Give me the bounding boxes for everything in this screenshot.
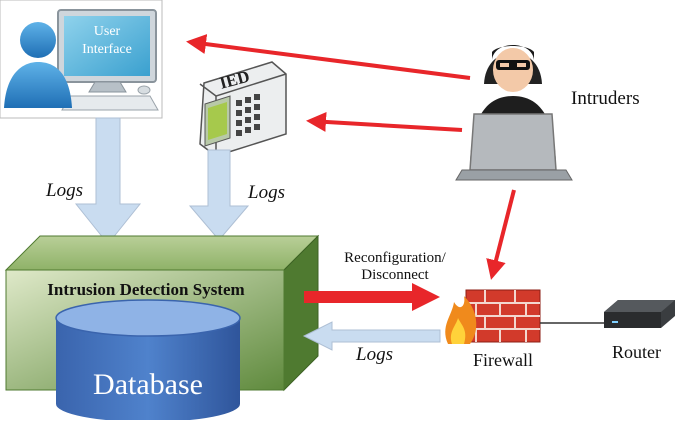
monitor-stand-icon — [88, 81, 127, 93]
database-icon: Database — [55, 299, 241, 422]
router-label: Router — [612, 342, 661, 362]
logs-arrow-ied — [188, 149, 250, 241]
reconfig-arrow — [304, 283, 440, 311]
logs-label-ied: Logs — [247, 182, 285, 203]
monitor-screen — [64, 16, 150, 76]
firewall-label: Firewall — [473, 350, 533, 370]
laptop-icon — [469, 113, 557, 171]
logs-arrow-ui — [74, 117, 142, 245]
attack-arrow-to-firewall — [486, 189, 516, 280]
user-interface-label-line1: User — [94, 24, 121, 39]
user-body-icon — [4, 62, 72, 108]
user-interface-workstation: User Interface — [0, 0, 163, 119]
logs-label-ui: Logs — [45, 180, 83, 201]
reconfig-label-line1: Reconfiguration/ — [344, 250, 446, 266]
router-icon — [604, 300, 675, 328]
attack-arrow-to-ui — [186, 34, 471, 80]
intruders-label: Intruders — [571, 88, 640, 109]
ids-label: Intrusion Detection System — [47, 280, 244, 299]
keyboard-icon — [61, 95, 159, 111]
intruder-mask — [496, 60, 530, 70]
mouse-icon — [137, 85, 151, 95]
reconfig-label-line2: Disconnect — [361, 267, 429, 283]
database-label: Database — [93, 368, 203, 401]
logs-arrow-firewall — [302, 321, 441, 351]
user-interface-label-line2: Interface — [82, 42, 132, 57]
user-head-icon — [20, 22, 56, 58]
intruder-icon — [455, 45, 573, 181]
attack-arrow-to-ied — [306, 111, 463, 132]
ied-keypad-icon — [236, 94, 260, 136]
logs-label-firewall: Logs — [355, 344, 393, 365]
ied-device-icon: IED — [199, 61, 287, 157]
firewall-icon — [445, 289, 541, 344]
